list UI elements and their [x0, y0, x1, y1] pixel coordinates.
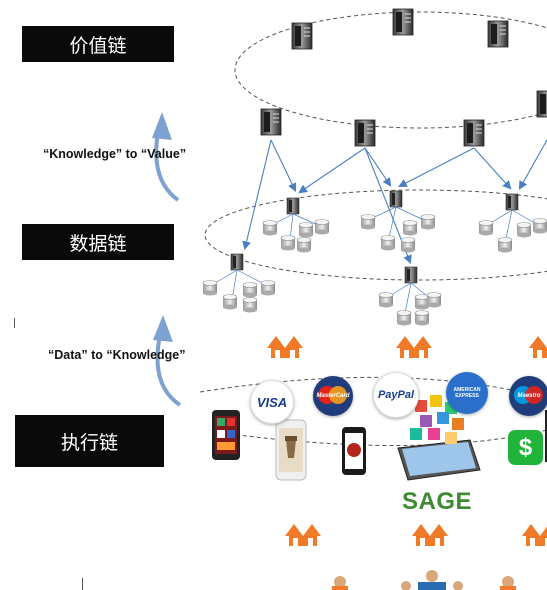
knowledge-to-value-label: “Knowledge” to “Value”	[43, 147, 187, 161]
amex-badge: AMERICAN EXPRESS	[446, 372, 488, 414]
house-icons-upper	[267, 336, 547, 358]
value-chain-label: 价值链	[22, 26, 174, 62]
value-servers	[260, 8, 547, 147]
mastercard-label: MasterCard	[316, 393, 350, 399]
phone-icon	[212, 410, 240, 460]
cash-app-label: $	[518, 433, 533, 461]
maestro-badge: Maestro	[509, 376, 547, 416]
divider-tick	[14, 318, 15, 328]
phone-icon	[342, 427, 366, 475]
data-to-knowledge-label: “Data” to “Knowledge”	[48, 348, 186, 362]
person-icon	[332, 576, 348, 590]
amex-label: AMERICAN EXPRESS	[453, 387, 481, 399]
execution-chain-label: 执行链	[15, 415, 164, 467]
divider-tick	[82, 578, 83, 590]
data-servers	[230, 190, 519, 284]
paypal-badge: PayPal	[373, 372, 419, 418]
visa-badge: VISA	[250, 380, 294, 424]
knowledge-arrows	[242, 139, 547, 265]
tablet-icon	[397, 395, 481, 481]
database-icons	[202, 214, 547, 326]
house-icons-lower	[285, 524, 547, 546]
data-chain-label: 数据链	[22, 224, 174, 260]
flow-arrow-lower	[153, 315, 182, 407]
paypal-label: PayPal	[377, 389, 415, 401]
sage-label: SAGE	[402, 488, 473, 515]
flow-arrow-upper	[152, 112, 180, 202]
maestro-label: Maestro	[517, 393, 541, 399]
person-icon	[401, 570, 463, 590]
visa-label: VISA	[256, 394, 288, 410]
mastercard-badge: MasterCard	[313, 376, 353, 416]
person-icon	[500, 576, 516, 590]
phone-icon	[275, 419, 307, 481]
cash-app-icon: $	[508, 430, 543, 465]
